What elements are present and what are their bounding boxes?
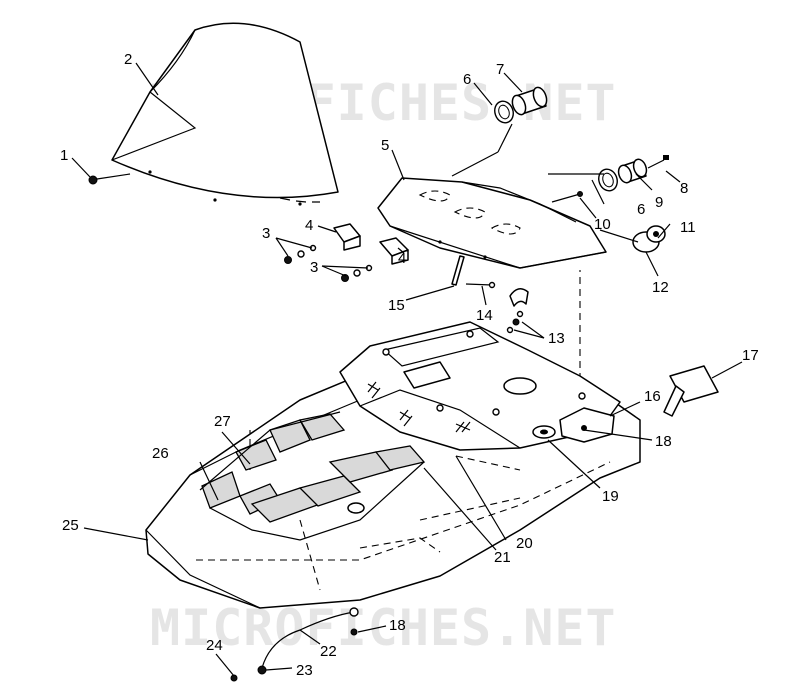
instrument-hood (377, 177, 607, 269)
callout-18-lower: 18 (389, 617, 406, 634)
callout-6-right: 6 (637, 201, 645, 218)
callout-6-upper: 6 (463, 71, 471, 88)
leader-lines (71, 62, 743, 677)
watermark-bottom: MICROFICHES.NET (150, 599, 617, 657)
callout-5: 5 (381, 137, 389, 154)
fastener-set-lower (341, 264, 373, 282)
trim-ring-right (598, 168, 618, 192)
pin-15 (451, 255, 465, 286)
callout-labels: 2 1 3 3 4 4 5 6 6 7 8 9 10 11 12 13 14 1… (60, 51, 759, 679)
callout-21: 21 (494, 549, 511, 566)
callout-22: 22 (320, 643, 337, 660)
callout-16: 16 (644, 388, 661, 405)
windshield-screw (88, 173, 131, 185)
callout-19: 19 (602, 488, 619, 505)
callout-12: 12 (652, 279, 669, 296)
upper-cowl (339, 321, 621, 451)
callout-4-upper: 4 (305, 217, 313, 234)
gauge-right (617, 158, 648, 184)
pin-14 (465, 281, 496, 289)
gauge-upper (511, 86, 548, 116)
callout-11: 11 (680, 219, 696, 236)
callout-13: 13 (548, 330, 565, 347)
vent-grill (199, 411, 426, 541)
callout-1: 1 (60, 147, 68, 164)
callout-9: 9 (655, 194, 663, 211)
windshield (111, 22, 339, 206)
callout-4-lower: 4 (398, 250, 406, 267)
callout-2: 2 (124, 51, 132, 68)
nose-body (145, 270, 641, 609)
cable-assembly (230, 607, 359, 682)
callout-27: 27 (214, 413, 231, 430)
callout-3-upper: 3 (262, 225, 270, 242)
trim-ring-upper (494, 100, 514, 124)
callout-14: 14 (476, 307, 493, 324)
bracket-lower (379, 237, 409, 265)
callout-26: 26 (152, 445, 169, 462)
callout-15: 15 (388, 297, 405, 314)
callout-18-upper: 18 (655, 433, 672, 450)
clamp-13 (506, 288, 529, 334)
callout-20: 20 (516, 535, 533, 552)
callout-17: 17 (742, 347, 759, 364)
callout-23: 23 (296, 662, 313, 679)
callout-10: 10 (594, 216, 611, 233)
callout-3-lower: 3 (310, 259, 318, 276)
callout-7: 7 (496, 61, 504, 78)
switch-assembly (632, 225, 666, 253)
bracket-upper (333, 223, 361, 251)
screw-10 (551, 191, 583, 203)
bulb (647, 155, 669, 169)
mirror (663, 365, 719, 417)
callout-25: 25 (62, 517, 79, 534)
grommet-19 (532, 425, 556, 439)
callout-8: 8 (680, 180, 688, 197)
callout-24: 24 (206, 637, 223, 654)
